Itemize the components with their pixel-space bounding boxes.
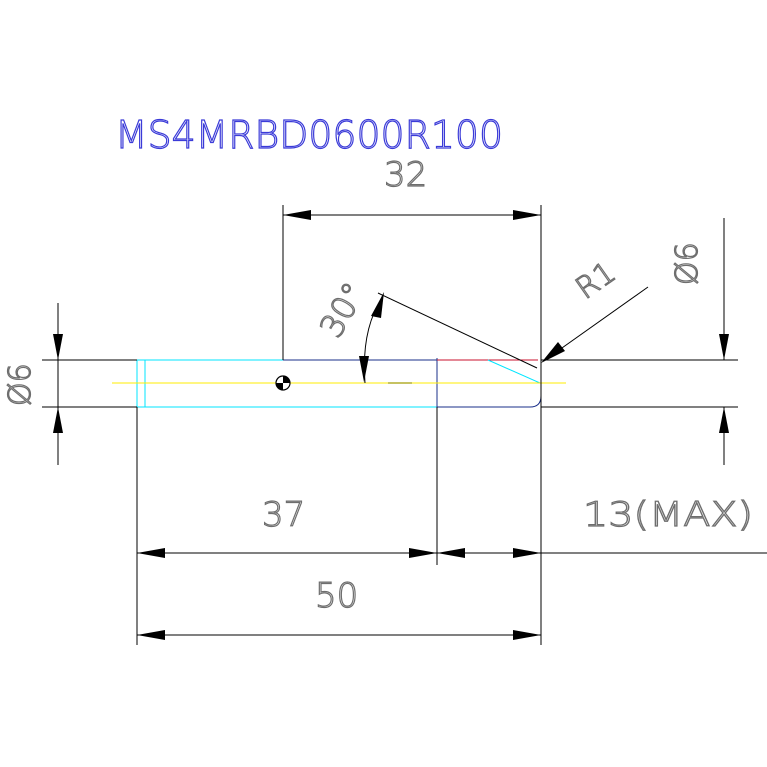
- angle-30-label: 30°: [312, 276, 373, 344]
- right-diameter-label: Ø6: [670, 242, 705, 285]
- dimension-13-max: [437, 548, 767, 558]
- left-diameter-label: Ø6: [3, 363, 38, 406]
- dimension-50: [137, 630, 541, 640]
- angle-30-dimension: [359, 292, 538, 384]
- dimension-37-label: 37: [262, 495, 305, 535]
- dimension-37: [137, 548, 437, 558]
- tip-chamfer-line: [487, 359, 541, 384]
- right-diameter-dimension: [541, 218, 738, 465]
- radius-r1-label: R1: [570, 255, 623, 307]
- dimension-32-label: 32: [384, 155, 427, 195]
- tool-tip-edge: [437, 359, 540, 384]
- dimension-32: [282, 205, 542, 645]
- dimension-13-max-label: 13(MAX): [583, 495, 753, 535]
- center-mark-symbol: [275, 375, 291, 391]
- left-diameter-dimension: [42, 303, 137, 465]
- dimension-50-label: 50: [315, 576, 358, 616]
- radius-r1-leader: [541, 286, 649, 363]
- part-number-title: MS4MRBD0600R100: [115, 113, 503, 157]
